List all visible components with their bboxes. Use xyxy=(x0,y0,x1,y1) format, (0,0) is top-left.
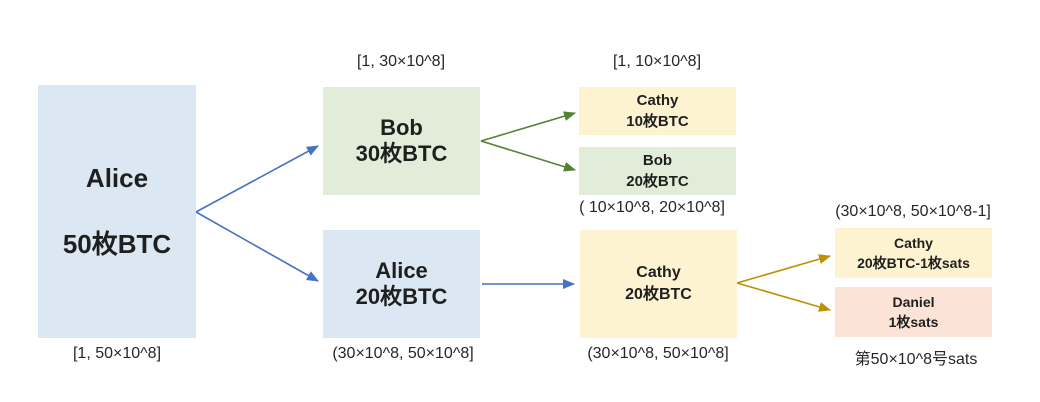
node-bob-30btc: Bob 30枚BTC xyxy=(323,87,480,195)
node-cathy-20btc-minus-1sats: Cathy 20枚BTC-1枚sats xyxy=(835,228,992,278)
range-label-bob30: [1, 30×10^8] xyxy=(356,53,446,70)
node-cathy-10btc: Cathy 10枚BTC xyxy=(579,87,736,135)
node-amount: 10枚BTC xyxy=(626,113,689,130)
arrow-bob30-to-bob20 xyxy=(480,140,576,172)
arrow-bob30-to-cathy10 xyxy=(480,111,576,142)
node-owner: Cathy xyxy=(636,92,679,109)
range-label-alice50: [1, 50×10^8] xyxy=(72,345,162,362)
node-alice-50btc: Alice 50枚BTC xyxy=(38,85,196,338)
range-label-cathy20m1: (30×10^8, 50×10^8-1] xyxy=(835,203,991,220)
node-amount: 20枚BTC-1枚sats xyxy=(857,255,970,271)
node-cathy-20btc: Cathy 20枚BTC xyxy=(580,230,737,338)
range-label-daniel1: 第50×10^8号sats xyxy=(854,351,978,368)
arrow-alice50-to-bob30 xyxy=(195,145,319,213)
node-amount: 30枚BTC xyxy=(355,141,448,166)
node-amount: 20枚BTC xyxy=(625,286,692,303)
node-owner: Alice xyxy=(85,162,149,193)
arrow-alice50-to-alice20 xyxy=(195,211,319,282)
range-label-alice20: (30×10^8, 50×10^8] xyxy=(332,345,474,362)
node-bob-20btc: Bob 20枚BTC xyxy=(579,147,736,195)
node-owner: Bob xyxy=(380,114,423,140)
range-label-cathy20: (30×10^8, 50×10^8] xyxy=(587,345,729,362)
node-alice-20btc: Alice 20枚BTC xyxy=(323,230,480,338)
node-amount: 50枚BTC xyxy=(62,228,172,259)
node-amount: 1枚sats xyxy=(888,314,939,330)
node-amount: 20枚BTC xyxy=(626,173,689,190)
node-owner: Alice xyxy=(375,257,428,283)
node-owner: Daniel xyxy=(892,293,935,310)
node-daniel-1sats: Daniel 1枚sats xyxy=(835,287,992,337)
arrow-cathy20-to-daniel1 xyxy=(736,282,831,312)
node-owner: Cathy xyxy=(894,234,933,251)
node-owner: Cathy xyxy=(636,263,681,281)
range-label-bob20: ( 10×10^8, 20×10^8] xyxy=(579,199,725,216)
arrow-cathy20-to-cathy20m1 xyxy=(736,254,831,284)
range-label-cathy10: [1, 10×10^8] xyxy=(612,53,702,70)
node-amount: 20枚BTC xyxy=(355,284,448,309)
node-owner: Bob xyxy=(642,152,673,169)
